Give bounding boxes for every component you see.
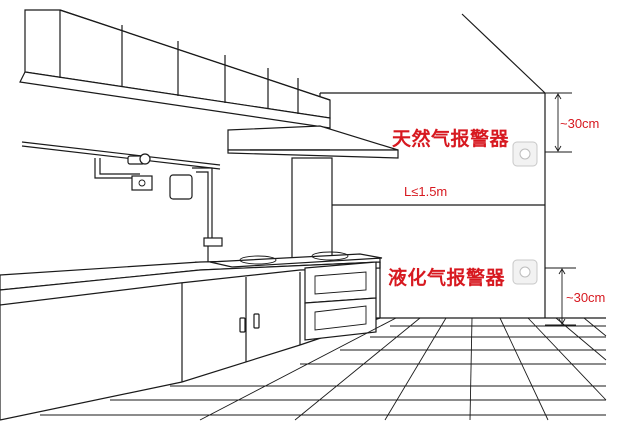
horizontal-distance-label: L≤1.5m xyxy=(404,184,448,199)
room-structure xyxy=(319,13,606,319)
stove xyxy=(195,251,383,268)
counter xyxy=(0,257,381,421)
gas-pipe xyxy=(21,141,223,262)
lpg-alarm-device xyxy=(512,259,538,285)
top-dimension xyxy=(545,92,572,153)
range-hood xyxy=(227,125,399,259)
natural-gas-alarm-device xyxy=(512,141,538,167)
natural-gas-alarm-label: 天然气报警器 xyxy=(392,128,510,150)
top-distance-label: ~30cm xyxy=(560,116,600,131)
floor-tiles xyxy=(40,317,607,421)
bottom-dimension xyxy=(545,267,576,326)
lpg-alarm-label: 液化气报警器 xyxy=(388,267,506,289)
bottom-distance-label: ~30cm xyxy=(566,290,606,305)
upper-cabinets xyxy=(19,9,331,129)
